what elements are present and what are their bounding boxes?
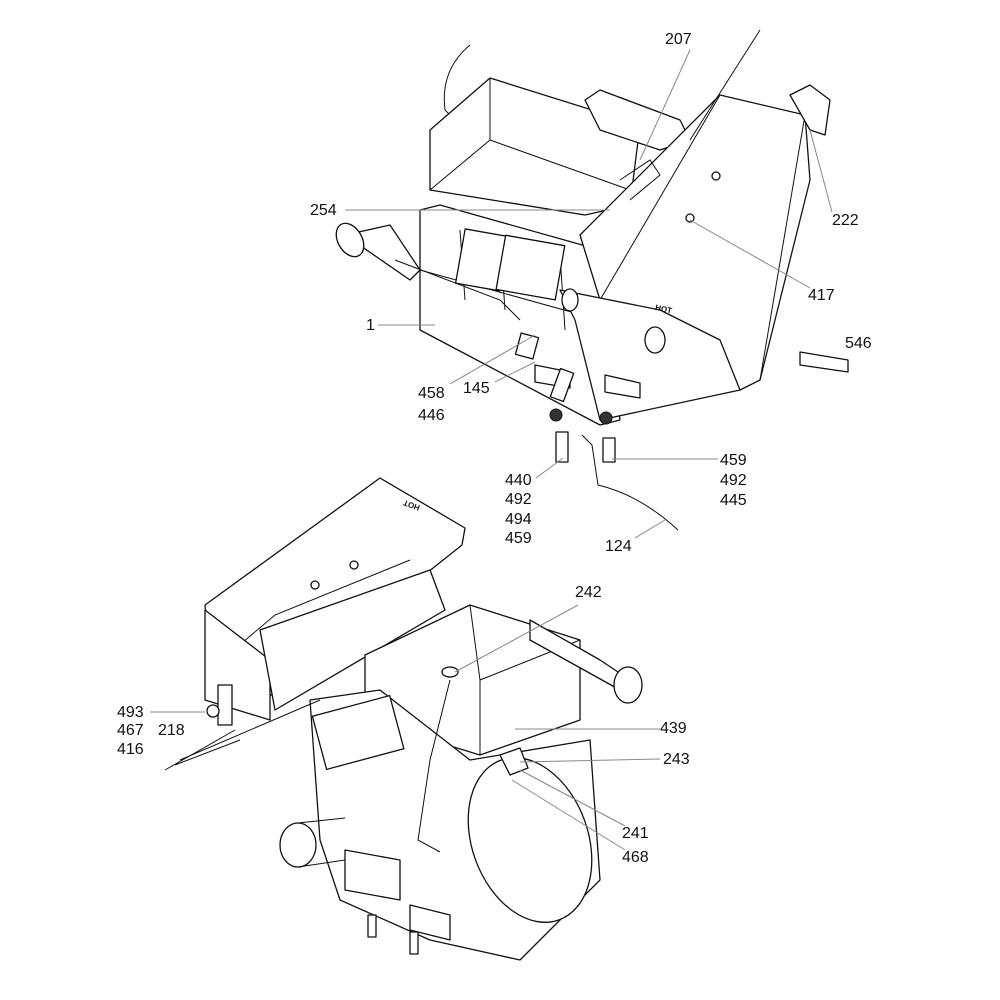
callout-459: 459 [505,530,532,547]
lower-engine-assembly: HOT [164,477,643,961]
callout-492: 492 [505,491,532,508]
callout-241: 241 [622,825,649,842]
callout-218: 218 [158,722,185,739]
callout-446: 446 [418,407,445,424]
callout-242: 242 [575,584,602,601]
callout-492-right: 492 [720,472,747,489]
callout-1: 1 [366,317,375,334]
upper-engine-assembly: HOT [335,29,849,531]
callout-494: 494 [505,511,532,528]
callout-467: 467 [117,722,144,739]
part-546 [799,351,849,373]
callout-458: 458 [418,385,445,402]
callout-459-right: 459 [720,452,747,469]
callout-445: 445 [720,492,747,509]
callout-440: 440 [505,472,532,489]
callout-124: 124 [605,538,632,555]
hot-marking-upper: HOT [654,303,672,315]
callout-417: 417 [808,287,835,304]
callout-243: 243 [663,751,690,768]
callout-207: 207 [665,31,692,48]
callout-416: 416 [117,741,144,758]
callout-493: 493 [117,704,144,721]
callout-254: 254 [310,202,337,219]
callout-222: 222 [832,212,859,229]
callout-546: 546 [845,335,872,352]
leader-lines [150,49,833,851]
callout-439: 439 [660,720,687,737]
callout-468: 468 [622,849,649,866]
callout-145: 145 [463,380,490,397]
